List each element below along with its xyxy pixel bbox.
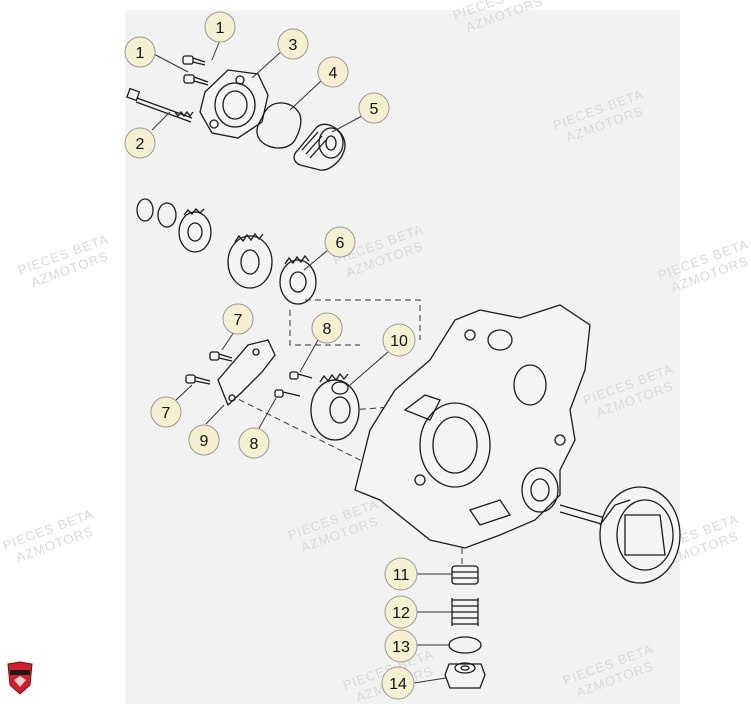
callout-label: 1 — [136, 45, 145, 62]
gear-stack — [136, 198, 317, 305]
callout-6[interactable]: 6 — [324, 226, 356, 258]
gear-large — [227, 232, 273, 289]
small-bolt-upper — [182, 55, 206, 66]
oil-filter-element — [293, 123, 346, 171]
callout-label: 3 — [289, 37, 298, 54]
callouts: 1 1 2 3 4 5 6 7 — [124, 11, 418, 700]
callout-1-upper[interactable]: 1 — [204, 11, 236, 43]
callout-13[interactable]: 13 — [384, 629, 418, 663]
callout-label: 12 — [392, 605, 410, 622]
leader-lines — [149, 39, 452, 684]
azmotors-logo — [7, 661, 33, 695]
callout-label: 6 — [336, 235, 345, 252]
drain-plug — [444, 662, 486, 689]
oil-pump-drive-gear — [279, 254, 317, 305]
filter-cover — [199, 69, 269, 139]
callout-2[interactable]: 2 — [124, 127, 156, 159]
callout-label: 7 — [234, 312, 243, 329]
bracket-bolt-upper — [209, 351, 233, 362]
callout-label: 14 — [389, 676, 407, 693]
cover-o-ring — [256, 102, 302, 149]
shaft-gear-small — [136, 198, 177, 228]
callout-8-upper[interactable]: 8 — [311, 312, 343, 344]
callout-1-left[interactable]: 1 — [124, 36, 156, 68]
pump-screw-upper — [289, 371, 313, 380]
small-bolt-lower — [183, 74, 209, 86]
callout-label: 2 — [136, 136, 145, 153]
callout-label: 13 — [392, 639, 410, 656]
callout-label: 9 — [200, 433, 209, 450]
oil-filter-cover-group — [126, 55, 346, 171]
callout-4[interactable]: 4 — [317, 56, 349, 88]
callout-label: 11 — [393, 567, 410, 584]
pump-screw-lower — [274, 389, 301, 398]
callout-12[interactable]: 12 — [384, 595, 418, 629]
callout-label: 4 — [329, 65, 338, 82]
crankcase-half — [354, 304, 591, 549]
callout-9[interactable]: 9 — [188, 424, 220, 456]
callout-label: 8 — [323, 321, 332, 338]
strainer-cap — [451, 565, 479, 585]
callout-label: 10 — [390, 333, 408, 350]
drain-plug-group — [444, 565, 486, 689]
callout-8-lower[interactable]: 8 — [238, 427, 270, 459]
callout-14[interactable]: 14 — [381, 666, 415, 700]
flywheel-rotor — [599, 486, 681, 584]
shaft-and-rotor — [559, 486, 681, 584]
oil-pump-group — [185, 339, 360, 441]
callout-11[interactable]: 11 — [384, 557, 418, 591]
shaft-gear-medium — [178, 208, 212, 253]
callout-5[interactable]: 5 — [358, 92, 390, 124]
callout-7-lower[interactable]: 7 — [150, 396, 182, 428]
oil-pump-gear — [310, 372, 360, 441]
callout-label: 1 — [216, 20, 225, 37]
callout-label: 7 — [162, 405, 171, 422]
callout-label: 5 — [370, 101, 379, 118]
callout-7-upper[interactable]: 7 — [222, 303, 254, 335]
pump-bracket — [217, 339, 276, 407]
callout-10[interactable]: 10 — [382, 323, 416, 357]
bracket-bolt-lower — [185, 374, 211, 385]
callout-label: 8 — [250, 436, 259, 453]
callout-3[interactable]: 3 — [277, 28, 309, 60]
long-bolt — [126, 87, 194, 123]
